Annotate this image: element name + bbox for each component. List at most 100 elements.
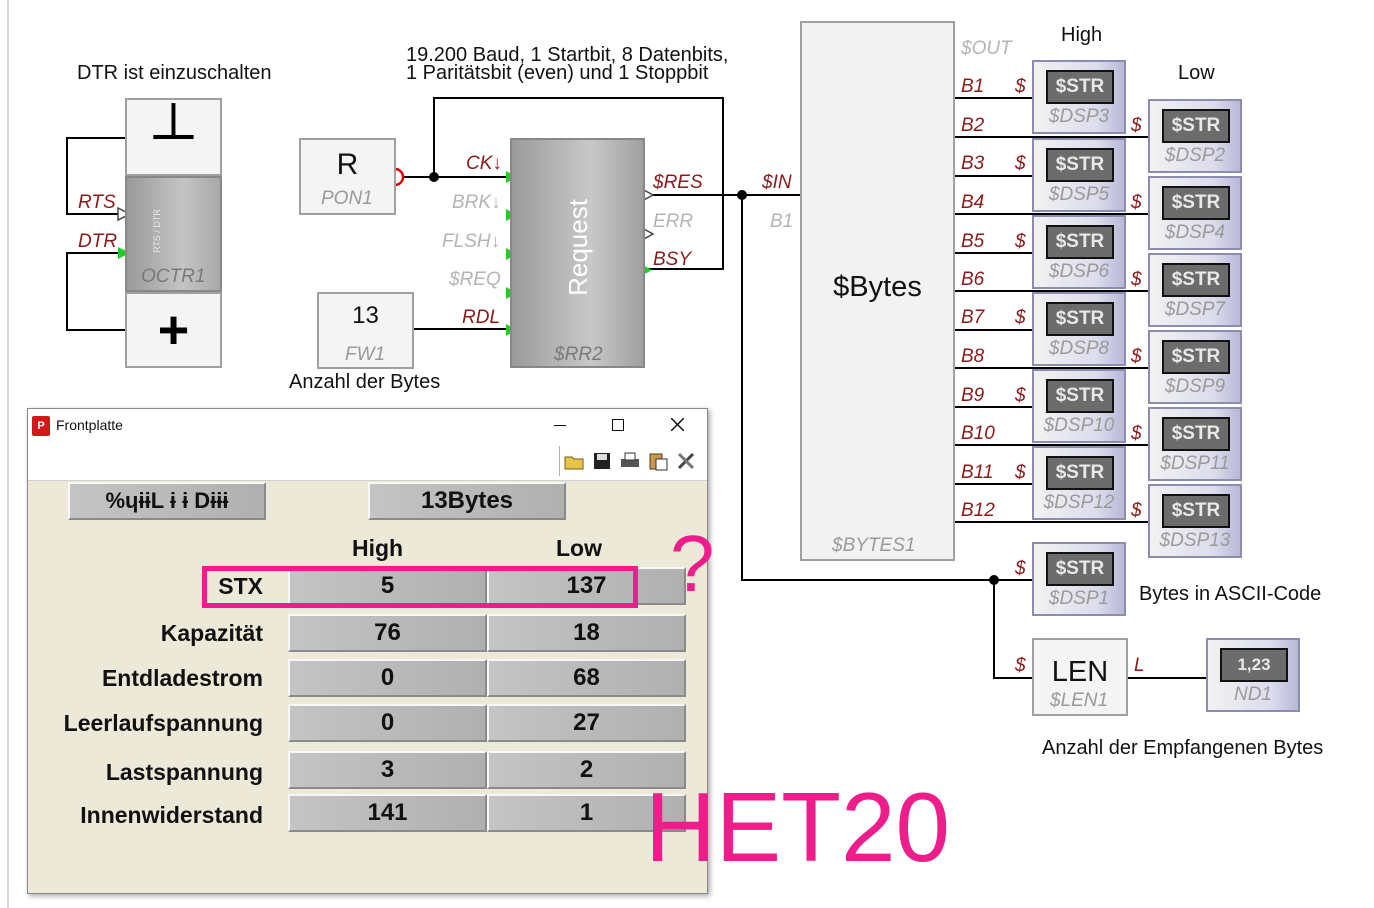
str-display-dsp4[interactable]: $STR$DSP4 [1148, 176, 1242, 250]
str-name: $DSP11 [1160, 453, 1230, 474]
pin-b9: B9 [961, 385, 985, 406]
str-display-dsp9[interactable]: $STR$DSP9 [1148, 330, 1242, 404]
str-display-dsp10[interactable]: $STR$DSP10 [1032, 369, 1126, 443]
pin-b7: B7 [961, 307, 985, 328]
pin-bsy: BSY [653, 249, 692, 270]
open-folder-icon[interactable] [563, 450, 585, 472]
row-label: Lastspannung [105, 759, 263, 785]
pon-block[interactable]: R PON1 [299, 138, 396, 215]
len-name: $LEN1 [1050, 690, 1109, 711]
pin-brk: BRK↓ [452, 192, 501, 213]
table-row: Leerlaufspannung 0 27 [28, 704, 709, 744]
nd-name: ND1 [1233, 684, 1272, 705]
str-display-dsp8[interactable]: $STR$DSP8 [1032, 292, 1126, 366]
low-header: Low [1178, 62, 1215, 84]
row-label: STX [218, 573, 263, 599]
front-panel-window[interactable]: P Frontplatte %ɥɨɨL ɨ ɨ Dɨɨɨ 13Bytes Hig… [27, 408, 708, 894]
dollar-pin: $ [1015, 231, 1026, 252]
window-title: Frontplatte [56, 417, 123, 433]
str-face: $STR [1046, 70, 1114, 104]
dollar-pin: $ [1131, 423, 1142, 444]
col-header-low: Low [556, 535, 602, 561]
pin-b2: B2 [961, 115, 985, 136]
title-bar[interactable]: P Frontplatte [28, 409, 707, 442]
len-block[interactable]: LEN $LEN1 [1032, 638, 1128, 716]
table-row: Lastspannung 3 2 [28, 751, 709, 791]
pin-b1: B1 [961, 76, 985, 97]
pin-b11: B11 [961, 462, 994, 483]
stx-highlight-rect [202, 566, 638, 608]
dollar-pin: $ [1015, 558, 1026, 579]
dollar-pin: $ [1131, 192, 1142, 213]
ground-symbol: ┴ [153, 103, 194, 166]
output-switch-bottom[interactable]: + [125, 292, 222, 368]
str-display-dsp2[interactable]: $STR$DSP2 [1148, 99, 1242, 173]
dollar-pin: $ [1015, 76, 1026, 97]
minimize-icon[interactable] [554, 425, 566, 426]
dtr-note: DTR ist einzuschalten [77, 62, 272, 84]
dollar-pin: $ [1131, 115, 1142, 136]
tools-icon[interactable] [675, 450, 697, 472]
pin-b6: B6 [961, 269, 985, 290]
ascii-note: Bytes in ASCII-Code [1139, 583, 1322, 605]
het20-overlay: HET20 [645, 772, 951, 882]
str-display-dsp1[interactable]: $STR$DSP1 [1032, 542, 1126, 616]
maximize-icon[interactable] [612, 419, 624, 431]
byte-count-note: Anzahl der Bytes [289, 371, 441, 393]
pin-in: $IN [762, 172, 792, 193]
str-display-dsp5[interactable]: $STR$DSP5 [1032, 138, 1126, 212]
received-count-note: Anzahl der Empfangenen Bytes [1042, 737, 1324, 759]
str-name: $DSP2 [1164, 145, 1226, 166]
value-high: 0 [288, 704, 487, 742]
str-name: $DSP4 [1164, 222, 1226, 243]
bytes-block[interactable]: $Bytes $BYTES1 [800, 21, 955, 561]
str-name: $DSP9 [1164, 376, 1226, 397]
app-logo-icon: P [32, 416, 50, 436]
col-header-high: High [352, 535, 404, 561]
str-face: $STR [1046, 379, 1114, 413]
dollar-pin: $ [1015, 462, 1026, 483]
len-label: LEN [1051, 656, 1109, 688]
str-display-dsp7[interactable]: $STR$DSP7 [1148, 253, 1242, 327]
dollar-pin: $ [1131, 500, 1142, 521]
nd-face: 1,23 [1220, 648, 1288, 682]
close-icon[interactable] [671, 418, 684, 431]
toolbar [28, 442, 707, 481]
value-low: 27 [487, 704, 686, 742]
str-face: $STR [1162, 186, 1230, 220]
str-display-dsp3[interactable]: $STR$DSP3 [1032, 60, 1126, 134]
str-display-dsp13[interactable]: $STR$DSP13 [1148, 484, 1242, 558]
pin-b12: B12 [961, 500, 995, 521]
str-name: $DSP12 [1043, 492, 1115, 513]
fw-block[interactable]: 13 FW1 [317, 292, 414, 369]
table-row: Kapazität 76 18 [28, 614, 709, 654]
octr-block[interactable]: RTS / DTR OCTR1 [125, 176, 222, 292]
pin-req: $REQ [449, 269, 501, 290]
pin-b8: B8 [961, 346, 985, 367]
value-high: 3 [288, 751, 487, 789]
str-display-dsp11[interactable]: $STR$DSP11 [1148, 407, 1242, 481]
paste-icon[interactable] [647, 450, 669, 472]
octr-inner-label: RTS / DTR [151, 209, 162, 253]
str-display-dsp12[interactable]: $STR$DSP12 [1032, 446, 1126, 520]
request-block[interactable]: Request $RR2 [510, 138, 645, 368]
str-face: $STR [1162, 340, 1230, 374]
bytes-name: $BYTES1 [832, 535, 916, 556]
str-name: $DSP7 [1164, 299, 1226, 320]
str-face: $STR [1162, 417, 1230, 451]
save-icon[interactable] [591, 450, 613, 472]
str-face: $STR [1162, 263, 1230, 297]
print-icon[interactable] [619, 450, 641, 472]
plus-symbol: + [157, 300, 190, 360]
fw-name: FW1 [345, 344, 386, 365]
output-switch-top[interactable]: ┴ [125, 98, 222, 176]
str-face: $STR [1046, 302, 1114, 336]
dollar-pin: $ [1015, 385, 1026, 406]
str-face: $STR [1162, 109, 1230, 143]
value-low: 68 [487, 659, 686, 697]
str-display-dsp6[interactable]: $STR$DSP6 [1032, 215, 1126, 289]
value-low: 1 [487, 794, 686, 832]
value-high: 141 [288, 794, 487, 832]
str-name: $DSP6 [1048, 261, 1110, 282]
